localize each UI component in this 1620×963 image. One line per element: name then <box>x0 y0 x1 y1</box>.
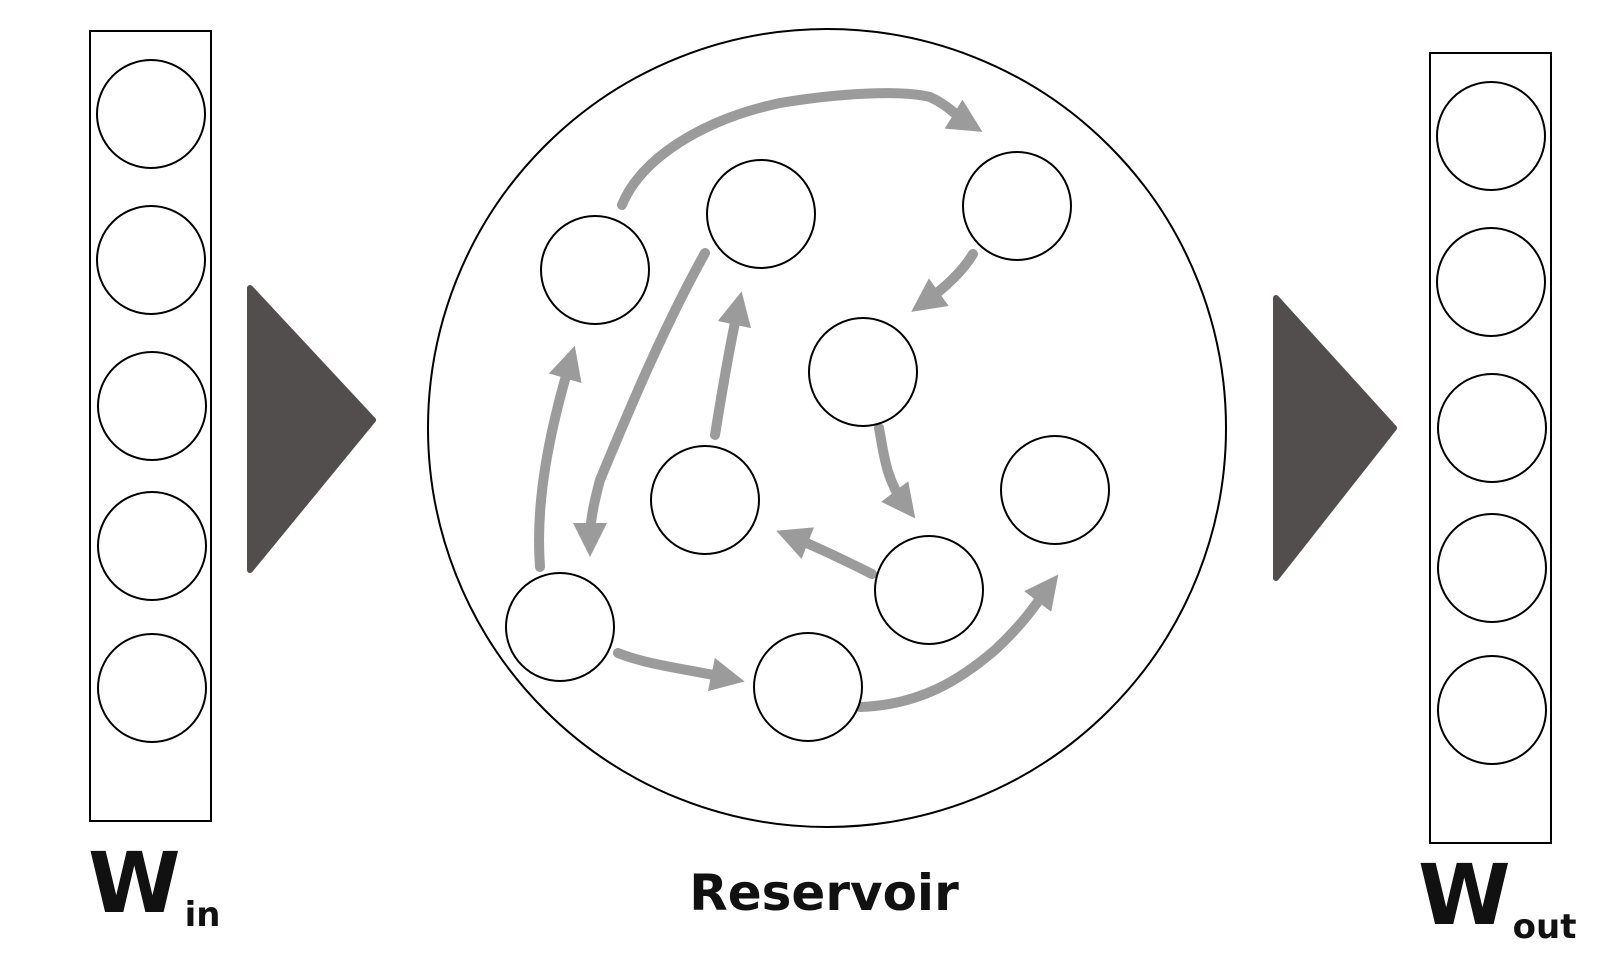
reservoir-connection <box>776 527 877 579</box>
reservoir-neuron <box>962 151 1072 261</box>
input-flow-triangle <box>247 285 376 573</box>
reservoir-connections <box>534 88 1059 712</box>
reservoir-connection <box>617 88 983 210</box>
output-neuron <box>1436 227 1546 337</box>
reservoir-connection <box>710 291 752 440</box>
reservoir-neuron <box>540 215 650 325</box>
output-neuron <box>1437 655 1547 765</box>
reservoir-connection <box>573 248 710 558</box>
input-neuron <box>97 351 207 461</box>
reservoir-neuron <box>1000 435 1110 545</box>
reservoir-connection <box>534 345 582 572</box>
output-neuron <box>1436 81 1546 191</box>
reservoir-connection <box>613 648 745 692</box>
output-label-main: W <box>1418 846 1511 944</box>
reservoir-neuron <box>505 572 615 682</box>
reservoir-connection <box>911 249 978 312</box>
reservoir-neuron <box>706 159 816 269</box>
reservoir-connection <box>874 423 916 519</box>
input-label-main: W <box>88 834 181 932</box>
output-label: Wout <box>1418 846 1576 947</box>
reservoir-neuron <box>650 445 760 555</box>
reservoir-nodes <box>505 151 1110 742</box>
reservoir <box>427 28 1227 828</box>
input-neuron <box>96 205 206 315</box>
input-layer <box>89 30 212 822</box>
output-neuron <box>1437 513 1547 623</box>
reservoir-neuron <box>808 317 918 427</box>
output-neuron <box>1437 373 1547 483</box>
input-neuron <box>97 633 207 743</box>
reservoir-label: Reservoir <box>689 864 959 922</box>
input-neuron <box>96 59 206 169</box>
reservoir-neuron <box>753 632 863 742</box>
input-label-subscript: in <box>185 895 221 935</box>
output-flow-triangle <box>1273 295 1397 581</box>
output-label-subscript: out <box>1513 907 1577 947</box>
output-layer <box>1429 52 1552 844</box>
reservoir-connection <box>855 574 1059 712</box>
input-neuron <box>97 491 207 601</box>
reservoir-neuron <box>874 535 984 645</box>
